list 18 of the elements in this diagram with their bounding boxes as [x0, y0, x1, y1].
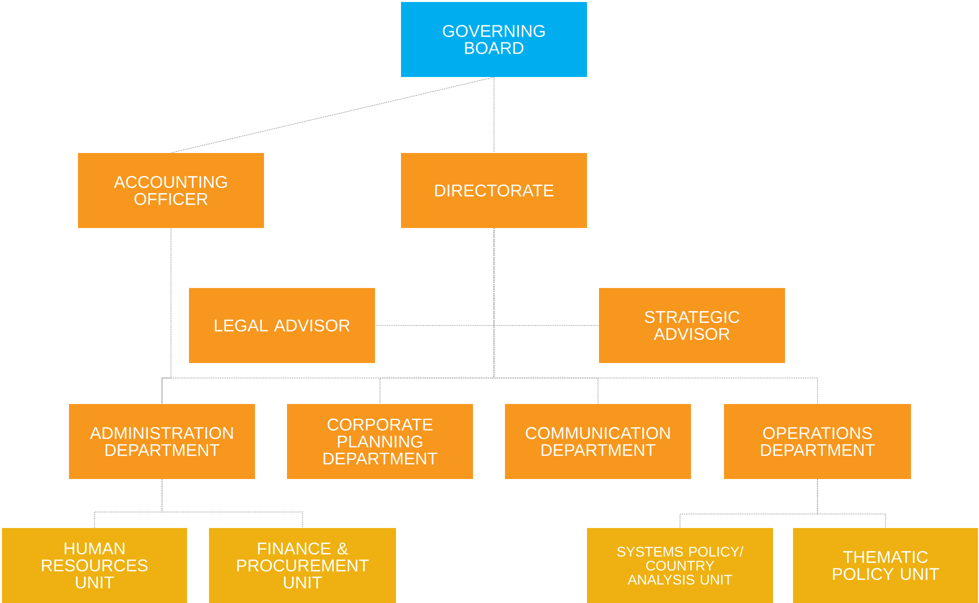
org-box: COMMUNICATION DEPARTMENT	[505, 404, 691, 479]
org-box: ACCOUNTING OFFICER	[78, 153, 264, 228]
org-box: OPERATIONS DEPARTMENT	[724, 404, 911, 479]
connector-line	[494, 228, 818, 404]
connector-line	[162, 478, 303, 528]
org-box: THEMATIC POLICY UNIT	[793, 528, 978, 603]
connector-line	[162, 228, 172, 404]
org-box: DIRECTORATE	[401, 153, 587, 228]
org-box: CORPORATE PLANNING DEPARTMENT	[287, 404, 473, 479]
org-box: SYSTEMS POLICY/ COUNTRY ANALYSIS UNIT	[587, 528, 773, 603]
connector-line	[817, 478, 886, 528]
org-box: STRATEGIC ADVISOR	[599, 288, 785, 363]
connector-line	[170, 76, 494, 154]
org-box: HUMAN RESOURCES UNIT	[2, 528, 187, 603]
org-box: GOVERNING BOARD	[401, 2, 587, 77]
org-box: LEGAL ADVISOR	[189, 288, 375, 363]
org-box: ADMINISTRATION DEPARTMENT	[69, 404, 255, 479]
org-box: FINANCE & PROCUREMENT UNIT	[209, 528, 396, 603]
